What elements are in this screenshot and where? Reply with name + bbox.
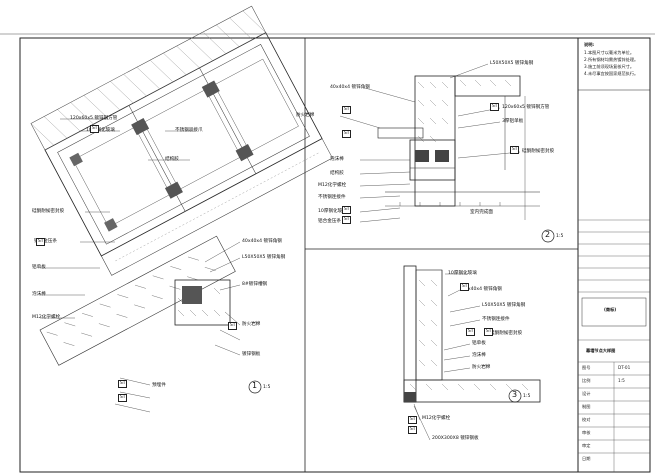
detail-tag: ST bbox=[90, 125, 100, 133]
detail-tag: ST bbox=[510, 146, 520, 154]
title-block-frame bbox=[578, 89, 650, 472]
callout-label: 泡沫棒 bbox=[330, 157, 344, 162]
detail-1-drawing bbox=[30, 5, 333, 413]
detail-tag: ST bbox=[408, 426, 418, 434]
callout-label: 10厚钢化玻璃 bbox=[86, 128, 115, 133]
callout-label: M12化学螺栓 bbox=[32, 315, 61, 320]
notes-heading: 说明: bbox=[584, 42, 595, 47]
detail-tag: ST bbox=[36, 238, 46, 246]
callout-label: 不锈钢连接件 bbox=[482, 317, 510, 322]
detail-3-marker bbox=[508, 389, 522, 403]
detail-1-number: 1 bbox=[252, 381, 258, 390]
sheet-title: 幕墙节点大样图 bbox=[586, 348, 616, 353]
callout-label: 防火岩棉 bbox=[472, 365, 491, 370]
tb-row-label: 校对 bbox=[582, 417, 591, 422]
callout-label: 硅酮耐候密封胶 bbox=[32, 209, 65, 214]
callout-label: 硅酮耐候密封胶 bbox=[490, 331, 523, 336]
detail-tag: ST bbox=[408, 416, 418, 424]
tb-row-label: 审定 bbox=[582, 443, 591, 448]
callout-label: 10厚钢化玻璃 bbox=[318, 209, 347, 214]
detail-tag: ST bbox=[342, 106, 352, 114]
callout-label: 泡沫棒 bbox=[32, 292, 46, 297]
callout-label: 8#镀锌槽钢 bbox=[242, 282, 268, 287]
callout-label: 120x60x5 镀锌钢方管 bbox=[502, 105, 550, 110]
company-logo: (商标) bbox=[604, 307, 617, 312]
tb-row-value: 1:5 bbox=[618, 378, 625, 383]
note-line: 1.本图尺寸以毫米为单位。 bbox=[584, 50, 635, 55]
callout-label: 铝单板 bbox=[32, 265, 46, 270]
note-line: 2.所有钢材均需热镀锌处理。 bbox=[584, 57, 639, 62]
callout-label: L50X50X5 镀锌角钢 bbox=[490, 61, 534, 66]
tb-row-label: 审核 bbox=[582, 430, 591, 435]
detail-3-drawing bbox=[403, 265, 541, 441]
detail-tag: ST bbox=[342, 216, 352, 224]
tb-row-value: DT-01 bbox=[618, 365, 631, 370]
detail-3-number: 3 bbox=[512, 390, 518, 399]
callout-label: 200X300X8 镀锌钢板 bbox=[432, 436, 479, 441]
callout-label: 铝合金压条 bbox=[34, 239, 57, 244]
callout-label: 40x40x4 镀锌角钢 bbox=[242, 239, 282, 244]
callout-label: 10厚钢化玻璃 bbox=[448, 271, 477, 276]
detail-1-scale: 1:5 bbox=[263, 385, 271, 390]
callout-label: 40x40x4 镀锌角钢 bbox=[462, 287, 502, 292]
callout-label: 结构胶 bbox=[165, 157, 179, 162]
callout-label: M12化学螺栓 bbox=[318, 183, 347, 188]
callout-label: 防火岩棉 bbox=[242, 322, 261, 327]
callout-label: 防火岩棉 bbox=[296, 113, 315, 118]
detail-tag: ST bbox=[342, 130, 352, 138]
detail-2-number: 2 bbox=[545, 230, 551, 239]
callout-label: 结构胶 bbox=[330, 171, 344, 176]
callout-label: M12化学螺栓 bbox=[422, 416, 451, 421]
tb-row-label: 日期 bbox=[582, 456, 591, 461]
detail-tag: ST bbox=[490, 103, 500, 111]
tb-row-label: 设计 bbox=[582, 391, 591, 396]
tb-row-label: 制图 bbox=[582, 404, 591, 409]
callout-label: 不锈钢驳接爪 bbox=[175, 128, 203, 133]
note-line: 4.未尽事宜按国家规范执行。 bbox=[584, 71, 639, 76]
callout-label: 铝合金压条 bbox=[318, 219, 341, 224]
callout-label: 预埋件 bbox=[152, 383, 166, 388]
detail-2-drawing bbox=[339, 63, 540, 223]
detail-1-marker bbox=[248, 380, 262, 394]
callout-label: 不锈钢连接件 bbox=[318, 195, 346, 200]
callout-label: 泡沫棒 bbox=[472, 353, 486, 358]
callout-label: 120x60x5 镀锌钢方管 bbox=[70, 116, 118, 121]
detail-tag: ST bbox=[228, 322, 238, 330]
detail-2-scale: 1:5 bbox=[556, 234, 564, 239]
note-line: 3.施工前须现场复核尺寸。 bbox=[584, 64, 635, 69]
detail-tag: ST bbox=[342, 206, 352, 214]
callout-label: 硅酮耐候密封胶 bbox=[522, 149, 555, 154]
detail-tag: ST bbox=[118, 380, 128, 388]
callout-label: L50X50X5 镀锌角钢 bbox=[482, 303, 526, 308]
tb-row-label: 图号 bbox=[582, 365, 591, 370]
callout-label: 铝单板 bbox=[472, 341, 486, 346]
callout-label: 室内完成面 bbox=[470, 210, 493, 215]
callout-label: 镀锌钢板 bbox=[242, 352, 261, 357]
detail-tag: ST bbox=[118, 394, 128, 402]
detail-tag: ST bbox=[460, 283, 470, 291]
callout-label: 40x40x4 镀锌角钢 bbox=[330, 85, 370, 90]
detail-3-scale: 1:5 bbox=[523, 394, 531, 399]
detail-tag: ST bbox=[466, 328, 476, 336]
callout-label: 3厚铝单板 bbox=[502, 119, 524, 124]
detail-2-marker bbox=[541, 229, 555, 243]
callout-label: L50X50X5 镀锌角钢 bbox=[242, 255, 286, 260]
tb-row-label: 比例 bbox=[582, 378, 591, 383]
detail-tag: ST bbox=[484, 328, 494, 336]
